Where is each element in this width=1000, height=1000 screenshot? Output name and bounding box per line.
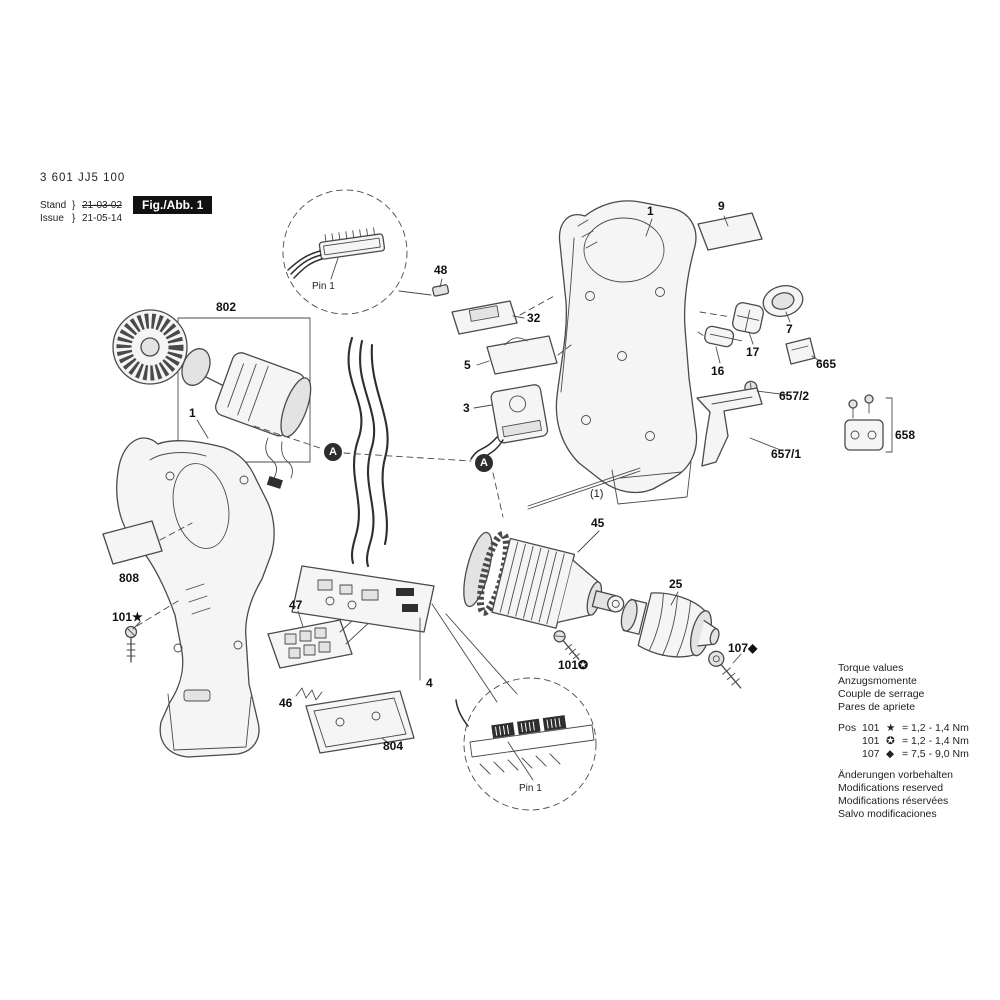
torque-row-value: = 7,5 - 9,0 Nm [902, 748, 969, 760]
screw-107 [708, 650, 742, 689]
inset-pcb-detail [431, 603, 597, 811]
screw-101-left [124, 625, 138, 663]
callout-7: 7 [786, 322, 793, 336]
callout-17: 17 [746, 345, 760, 359]
stand-label: Stand [40, 200, 67, 211]
electronics-module-47 [267, 605, 375, 669]
callout-16: 16 [711, 364, 725, 378]
callout-101-left: 101★ [112, 610, 143, 624]
callout-45: 45 [591, 516, 605, 530]
figure-label: Fig./Abb. 1 [133, 196, 213, 214]
torque-row-pos: 101 [862, 722, 880, 734]
torque-row-value: = 1,2 - 1,4 Nm [902, 735, 969, 747]
torque-row-symbol: ✪ [886, 735, 895, 747]
sticker-label-9 [697, 212, 763, 251]
switch-parts [432, 284, 558, 465]
torque-row: 107 ◆ = 7,5 - 9,0 Nm [838, 748, 969, 761]
torque-pos-label: Pos [838, 722, 857, 734]
callout-ref-1: (1) [590, 488, 604, 500]
torque-row-symbol: ◆ [886, 748, 895, 760]
torque-table: Torque values Anzugsmomente Couple de se… [838, 662, 969, 821]
callout-25: 25 [669, 577, 683, 591]
part-number: 3 601 JJ5 100 [40, 172, 126, 184]
assembly-marker-a-left: A [324, 443, 342, 461]
pin1-label-bottom: Pin 1 [519, 783, 542, 794]
leader-lines [132, 215, 822, 746]
callout-46: 46 [279, 696, 293, 710]
gearbox-45 [463, 531, 625, 629]
callout-9: 9 [718, 199, 725, 213]
torque-row-pos: 101 [862, 735, 880, 747]
callout-657-1: 657/1 [771, 447, 802, 461]
torque-title-en: Torque values [838, 662, 904, 674]
notice-de: Änderungen vorbehalten [838, 769, 954, 781]
chuck-25 [620, 592, 720, 658]
torque-title-de: Anzugsmomente [838, 675, 917, 687]
torque-title-es: Pares de apriete [838, 701, 916, 713]
torque-title-fr: Couple de serrage [838, 688, 925, 700]
callout-101-mid: 101✪ [558, 658, 589, 672]
callout-32: 32 [527, 311, 541, 325]
sticker-label-808 [102, 520, 163, 565]
assembly-marker-a-right: A [475, 454, 493, 472]
torque-row-value: = 1,2 - 1,4 Nm [902, 722, 969, 734]
callout-4: 4 [426, 676, 433, 690]
housing-left-half [116, 437, 275, 758]
stand-brace: } [72, 200, 76, 211]
button-16 [704, 325, 743, 348]
wire-harness [347, 336, 389, 568]
torque-row-symbol: ★ [886, 722, 896, 734]
callout-808: 808 [119, 571, 140, 585]
notice-es: Salvo modificaciones [838, 808, 937, 820]
motor-armature-assembly [112, 309, 312, 489]
callout-3: 3 [463, 401, 470, 415]
screw-101-mid [553, 630, 580, 660]
clip-665 [785, 337, 816, 365]
cover-plate-804 [305, 690, 415, 754]
pcb-assembly-4 [291, 565, 435, 681]
callout-802: 802 [216, 300, 237, 314]
issue-brace: } [72, 213, 76, 224]
callout-1-right: 1 [647, 204, 654, 218]
torque-row-pos: 107 [862, 748, 880, 760]
pin1-label-top: Pin 1 [312, 281, 335, 292]
gear-selector-17 [732, 302, 764, 334]
callout-5: 5 [464, 358, 471, 372]
bit-holder-658 [844, 394, 893, 453]
callout-804: 804 [383, 739, 404, 753]
reference-pin [527, 467, 641, 510]
explosion-axes [136, 295, 732, 627]
issue-date: 21-05-14 [82, 213, 123, 224]
housing-right-half [555, 200, 698, 505]
torque-row: 101 ✪ = 1,2 - 1,4 Nm [838, 735, 969, 748]
callout-657-2: 657/2 [779, 389, 810, 403]
callout-48: 48 [434, 263, 448, 277]
callout-658: 658 [895, 428, 916, 442]
issue-label: Issue [40, 213, 64, 224]
callout-665: 665 [816, 357, 837, 371]
inset-connector-detail [282, 189, 432, 315]
callout-107: 107◆ [728, 641, 758, 655]
callout-1-left: 1 [189, 406, 196, 420]
stand-date: 21-03-02 [82, 200, 123, 211]
torque-row: Pos 101 ★ = 1,2 - 1,4 Nm [838, 722, 969, 735]
callout-47: 47 [289, 598, 303, 612]
notice-en: Modifications reserved [838, 782, 944, 794]
belt-hook-657-1 [696, 387, 763, 467]
spring-46 [295, 687, 323, 701]
bearing-ring-7 [762, 285, 804, 317]
stand-issue-block: Stand } 21-03-02 Issue } 21-05-14 [40, 199, 122, 225]
notice-fr: Modifications réservées [838, 795, 949, 807]
